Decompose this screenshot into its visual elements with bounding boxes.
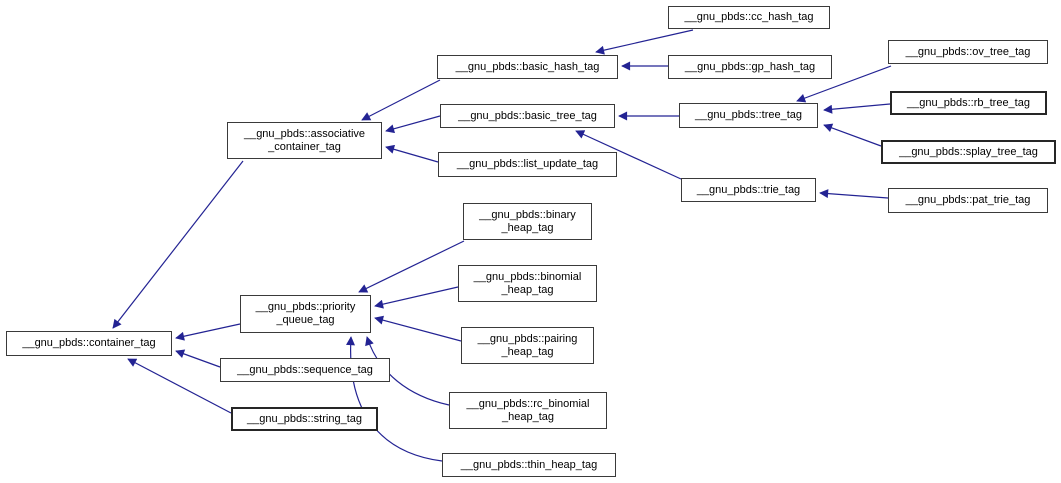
node-label: __gnu_pbds::associative (243, 127, 366, 140)
node-label: __gnu_pbds::gp_hash_tag (684, 60, 816, 73)
node-list-update-tag[interactable]: __gnu_pbds::list_update_tag (438, 152, 617, 177)
edge-ov_tree_tag-tree_tag (796, 65, 892, 103)
node-label: __gnu_pbds::string_tag (247, 412, 362, 425)
node-label: __gnu_pbds::basic_tree_tag (458, 109, 597, 122)
node-label: _heap_tag (501, 345, 554, 358)
node-tree-tag[interactable]: __gnu_pbds::tree_tag (679, 103, 818, 128)
node-label: __gnu_pbds::basic_hash_tag (455, 60, 600, 73)
node-binomial-heap-tag[interactable]: __gnu_pbds::binomial _heap_tag (458, 265, 597, 302)
node-label: _heap_tag (501, 283, 554, 296)
node-pairing-heap-tag[interactable]: __gnu_pbds::pairing _heap_tag (461, 327, 594, 364)
node-basic-hash-tag[interactable]: __gnu_pbds::basic_hash_tag (437, 55, 618, 79)
node-binary-heap-tag[interactable]: __gnu_pbds::binary _heap_tag (463, 203, 592, 240)
edge-basic_hash_tag-associative_container_tag (361, 79, 441, 121)
node-label: __gnu_pbds::tree_tag (694, 109, 803, 121)
edge-binomial_heap_tag-priority_queue_tag (374, 286, 459, 309)
edge-associative_container_tag-container_tag (112, 160, 244, 329)
node-label: _heap_tag (502, 410, 554, 423)
node-container-tag[interactable]: __gnu_pbds::container_tag (6, 331, 172, 356)
edge-trie_tag-basic_tree_tag (575, 130, 682, 180)
node-label: _queue_tag (276, 314, 335, 326)
edge-splay_tree_tag-tree_tag (823, 123, 882, 147)
node-thin-heap-tag[interactable]: __gnu_pbds::thin_heap_tag (442, 453, 616, 477)
edge-pairing_heap_tag-priority_queue_tag (374, 315, 462, 342)
edge-rc_binomial_heap_tag-priority_queue_tag (365, 336, 450, 406)
node-label: __gnu_pbds::pat_trie_tag (905, 194, 1031, 206)
node-label: __gnu_pbds::cc_hash_tag (684, 11, 814, 23)
edge-basic_tree_tag-associative_container_tag (385, 115, 441, 134)
node-cc-hash-tag[interactable]: __gnu_pbds::cc_hash_tag (668, 6, 830, 29)
node-priority-queue-tag[interactable]: __gnu_pbds::priority _queue_tag (240, 295, 371, 333)
node-label: __gnu_pbds::binary (479, 208, 576, 221)
node-label: __gnu_pbds::splay_tree_tag (899, 145, 1038, 158)
edge-list_update_tag-associative_container_tag (385, 144, 439, 163)
node-label: __gnu_pbds::list_update_tag (456, 158, 599, 170)
edge-priority_queue_tag-container_tag (175, 323, 241, 341)
edge-string_tag-container_tag (127, 358, 232, 414)
node-label: _heap_tag (501, 221, 554, 234)
node-rc-binomial-heap-tag[interactable]: __gnu_pbds::rc_binomial _heap_tag (449, 392, 607, 429)
node-label: __gnu_pbds::container_tag (22, 337, 156, 349)
node-label: __gnu_pbds::ov_tree_tag (905, 45, 1031, 58)
edge-sequence_tag-container_tag (175, 349, 221, 368)
node-ov-tree-tag[interactable]: __gnu_pbds::ov_tree_tag (888, 40, 1048, 64)
node-label: __gnu_pbds::rc_binomial (466, 397, 590, 410)
node-label: __gnu_pbds::rb_tree_tag (907, 96, 1030, 109)
edge-cc_hash_tag-basic_hash_tag (595, 29, 694, 55)
node-associative-container-tag[interactable]: __gnu_pbds::associative _container_tag (227, 122, 382, 159)
node-pat-trie-tag[interactable]: __gnu_pbds::pat_trie_tag (888, 188, 1048, 213)
edge-pat_trie_tag-trie_tag (819, 189, 889, 199)
node-string-tag[interactable]: __gnu_pbds::string_tag (231, 407, 378, 431)
node-label: __gnu_pbds::sequence_tag (237, 363, 373, 376)
node-label: _container_tag (268, 140, 341, 153)
edge-rb_tree_tag-tree_tag (823, 103, 891, 114)
node-sequence-tag[interactable]: __gnu_pbds::sequence_tag (220, 358, 390, 382)
node-label: __gnu_pbds::thin_heap_tag (460, 458, 598, 471)
edge-binary_heap_tag-priority_queue_tag (358, 240, 465, 293)
node-label: __gnu_pbds::pairing (477, 332, 578, 345)
node-trie-tag[interactable]: __gnu_pbds::trie_tag (681, 178, 816, 202)
node-label: __gnu_pbds::binomial (473, 270, 582, 283)
node-label: __gnu_pbds::trie_tag (696, 183, 801, 196)
node-gp-hash-tag[interactable]: __gnu_pbds::gp_hash_tag (668, 55, 832, 79)
node-basic-tree-tag[interactable]: __gnu_pbds::basic_tree_tag (440, 104, 615, 128)
node-label: __gnu_pbds::priority (255, 301, 356, 313)
node-splay-tree-tag[interactable]: __gnu_pbds::splay_tree_tag (881, 140, 1056, 164)
node-rb-tree-tag[interactable]: __gnu_pbds::rb_tree_tag (890, 91, 1047, 115)
